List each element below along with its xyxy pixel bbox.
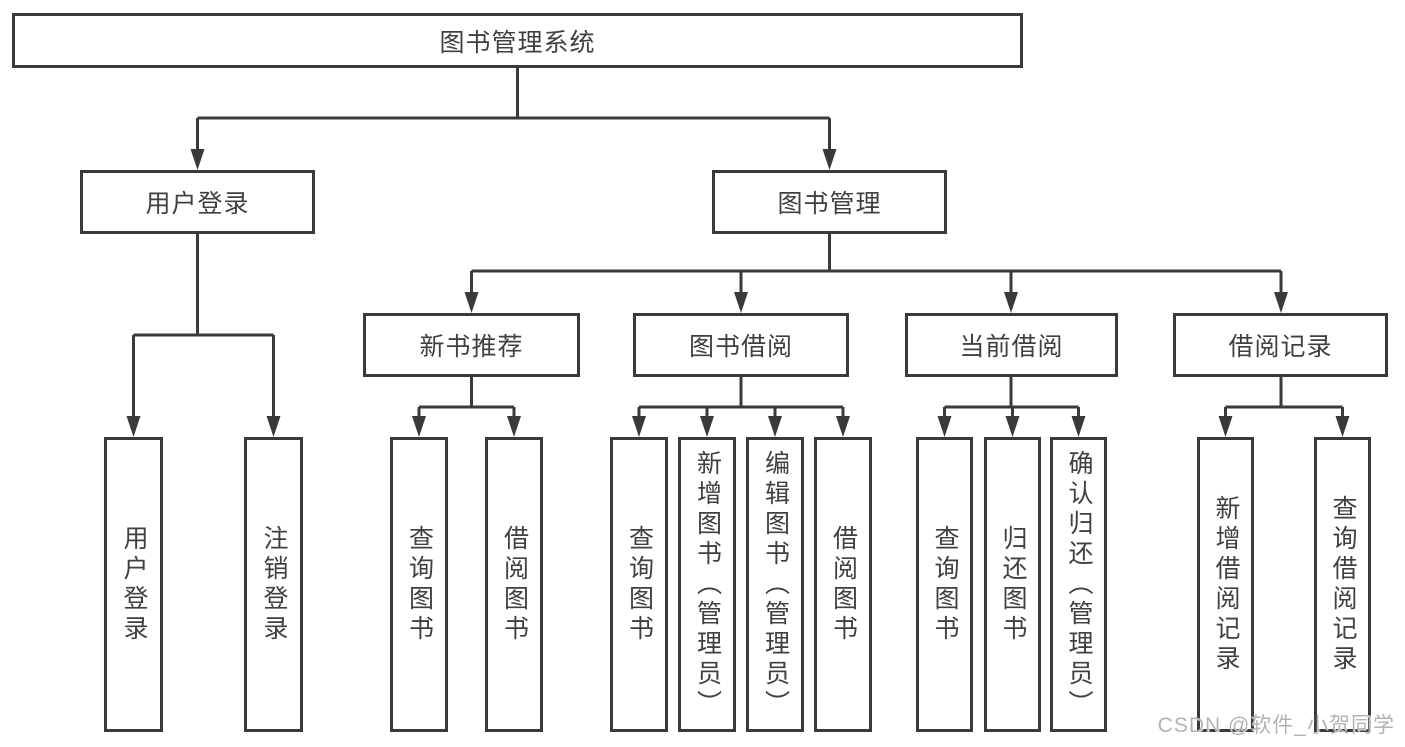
node-book-management: 图书管理	[712, 170, 947, 234]
node-label: 图书管理	[777, 190, 882, 218]
node-label: 图书借阅	[688, 333, 793, 361]
node-library-management-system: 图书管理系统	[12, 13, 1023, 68]
leaf-logout: 注销登录	[244, 437, 303, 732]
leaf-add-book-admin: 新增图书（管理员）	[678, 437, 736, 732]
leaf-label: 用户登录	[120, 524, 148, 645]
leaf-label: 归还图书	[999, 524, 1027, 645]
leaf-query-borrow-record: 查询借阅记录	[1314, 437, 1371, 732]
leaf-label: 查询图书	[931, 524, 959, 645]
leaf-query-books-3: 查询图书	[916, 437, 973, 732]
node-current-borrowing: 当前借阅	[905, 313, 1118, 377]
arrowhead-layer	[126, 149, 1350, 437]
connector-paths	[132, 68, 1344, 421]
leaf-label: 查询借阅记录	[1329, 494, 1357, 675]
leaf-query-books: 查询图书	[390, 437, 448, 732]
node-label: 借阅记录	[1228, 333, 1333, 361]
node-label: 用户登录	[145, 190, 250, 218]
node-new-book-recommendation: 新书推荐	[363, 313, 580, 377]
leaf-label: 查询图书	[405, 524, 434, 645]
leaf-borrow-books: 借阅图书	[485, 437, 543, 732]
leaf-label: 查询图书	[625, 524, 654, 645]
leaf-label: 确认归还（管理员）	[1065, 449, 1093, 720]
watermark: CSDN @软件_小贺同学	[1157, 714, 1395, 737]
leaf-label: 借阅图书	[500, 524, 529, 645]
node-book-borrowing: 图书借阅	[633, 313, 849, 377]
leaf-label: 新增借阅记录	[1212, 494, 1240, 675]
leaf-label: 编辑图书（管理员）	[761, 449, 790, 720]
leaf-query-books-2: 查询图书	[610, 437, 668, 732]
leaf-label: 注销登录	[260, 524, 288, 645]
leaf-label: 借阅图书	[829, 524, 858, 645]
leaf-add-borrow-record: 新增借阅记录	[1197, 437, 1254, 732]
node-user-login: 用户登录	[80, 170, 315, 234]
leaf-label: 新增图书（管理员）	[693, 449, 722, 720]
leaf-return-books: 归还图书	[984, 437, 1041, 732]
leaf-confirm-return-admin: 确认归还（管理员）	[1050, 437, 1107, 732]
leaf-edit-book-admin: 编辑图书（管理员）	[746, 437, 804, 732]
node-label: 图书管理系统	[439, 28, 596, 57]
leaf-user-login: 用户登录	[104, 437, 163, 732]
leaf-borrow-books-2: 借阅图书	[814, 437, 872, 732]
node-label: 当前借阅	[959, 333, 1064, 361]
node-label: 新书推荐	[419, 333, 524, 361]
node-borrowing-records: 借阅记录	[1173, 313, 1388, 377]
